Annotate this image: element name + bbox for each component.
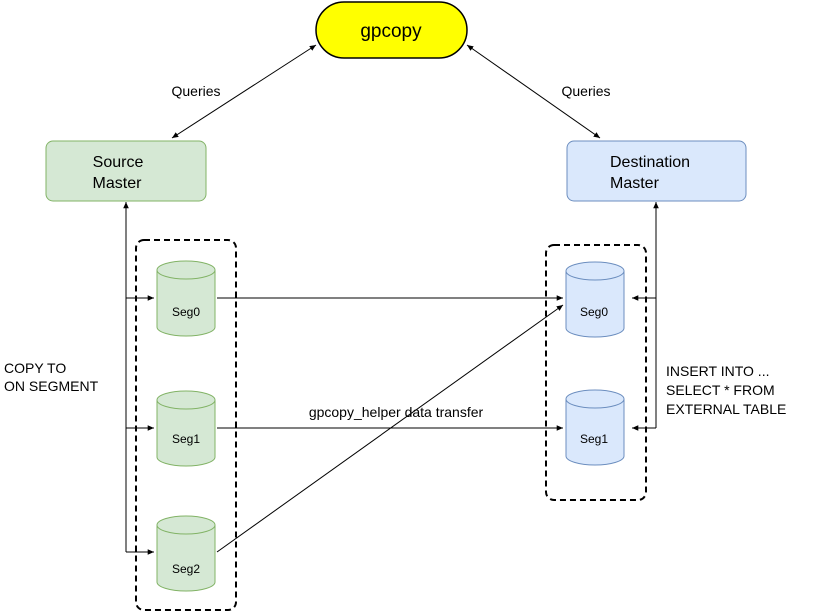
source-master-node [45, 140, 207, 202]
source-master-label-line1: Source [93, 154, 144, 171]
source-seg0-cylinder: Seg0 [156, 260, 216, 337]
insert-into-label-line3: EXTERNAL TABLE [666, 401, 786, 417]
destination-seg0-label: Seg0 [580, 305, 608, 319]
insert-into-label-line2: SELECT * FROM [666, 382, 775, 398]
transfer-arrow-seg2 [216, 304, 564, 553]
destination-master-node [566, 140, 747, 202]
source-seg2-cylinder: Seg2 [156, 515, 216, 592]
copy-to-label-line2: ON SEGMENT [4, 378, 99, 394]
destination-master-label-line2: Master [610, 175, 660, 192]
gpcopy-source-query-arrow [171, 44, 317, 139]
destination-segments-group [545, 244, 647, 501]
source-seg1-label: Seg1 [172, 432, 200, 446]
insert-into-label-line1: INSERT INTO ... [666, 363, 769, 379]
queries-left-label: Queries [171, 83, 220, 99]
source-seg0-label: Seg0 [172, 305, 200, 319]
transfer-label: gpcopy_helper data transfer [309, 404, 484, 420]
source-seg2-label: Seg2 [172, 562, 200, 576]
destination-seg0-cylinder: Seg0 [565, 261, 625, 338]
destination-seg1-cylinder: Seg1 [565, 389, 625, 466]
gpcopy-node [315, 1, 468, 59]
copy-to-label-line1: COPY TO [4, 360, 66, 376]
destination-master-label-line1: Destination [610, 154, 690, 171]
source-segments-group [135, 239, 237, 611]
source-master-label-line2: Master [93, 175, 143, 192]
source-seg1-cylinder: Seg1 [156, 390, 216, 467]
destination-seg1-label: Seg1 [580, 432, 608, 446]
queries-right-label: Queries [561, 83, 610, 99]
gpcopy-destination-query-arrow [466, 44, 601, 139]
gpcopy-label: gpcopy [360, 21, 422, 42]
